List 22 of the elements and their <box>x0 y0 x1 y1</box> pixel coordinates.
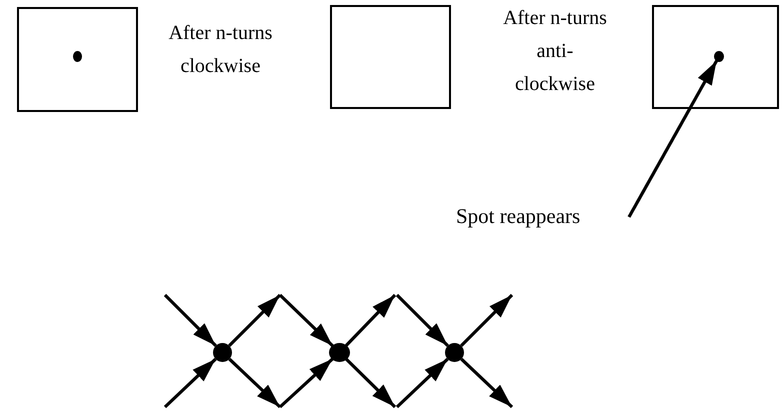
spot-dot <box>329 343 350 362</box>
frame-box <box>17 7 138 112</box>
arrow <box>396 294 449 347</box>
arrow <box>228 358 282 408</box>
arrow <box>228 294 282 347</box>
arrow <box>345 358 396 408</box>
frame-box <box>330 5 451 109</box>
annotation-text: After n-turns anti-clockwise <box>502 6 608 97</box>
annotation-text: After n-turns clockwise <box>168 21 273 79</box>
frame-box <box>652 5 779 109</box>
arrow <box>278 358 334 408</box>
arrow <box>460 358 514 408</box>
arrow <box>460 294 514 347</box>
callout-text: Spot reappears <box>456 203 624 229</box>
leader-arrow <box>628 60 718 218</box>
arrow <box>164 294 217 347</box>
arrow <box>278 294 334 348</box>
spot-dot <box>714 51 724 62</box>
arrow <box>344 294 396 347</box>
spot-dot <box>73 51 82 62</box>
arrow <box>396 358 449 408</box>
arrow <box>164 358 217 408</box>
